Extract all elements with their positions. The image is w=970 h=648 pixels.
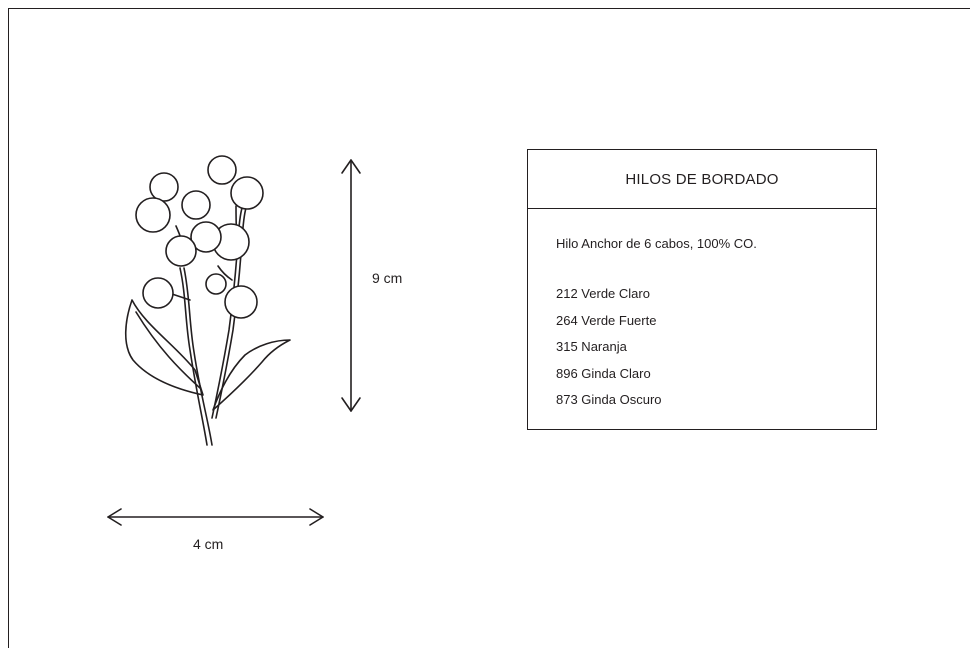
leaf-right: [212, 339, 291, 411]
height-dimension-label: 9 cm: [372, 270, 403, 286]
thread-color-list: 212 Verde Claro 264 Verde Fuerte 315 Nar…: [556, 286, 876, 419]
thread-description: Hilo Anchor de 6 cabos, 100% CO.: [556, 236, 757, 251]
berries: [135, 155, 264, 319]
leaf-left: [124, 299, 204, 396]
width-dimension-label: 4 cm: [193, 536, 224, 552]
embroidery-pattern-drawing: [107, 155, 361, 526]
thread-color-item: 264 Verde Fuerte: [556, 312, 657, 328]
height-dimension-arrow: [341, 159, 361, 412]
thread-color-item: 873 Ginda Oscuro: [556, 392, 662, 407]
thread-color-item: 315 Naranja: [556, 339, 627, 354]
thread-info-panel: HILOS DE BORDADO Hilo Anchor de 6 cabos,…: [527, 149, 877, 430]
thread-panel-body: Hilo Anchor de 6 cabos, 100% CO. 212 Ver…: [528, 209, 876, 419]
thread-panel-title: HILOS DE BORDADO: [528, 150, 876, 209]
thread-color-item: 896 Ginda Claro: [556, 365, 651, 381]
width-dimension-arrow: [107, 508, 324, 526]
page-frame: [8, 8, 970, 648]
thread-color-item: 212 Verde Claro: [556, 286, 650, 301]
